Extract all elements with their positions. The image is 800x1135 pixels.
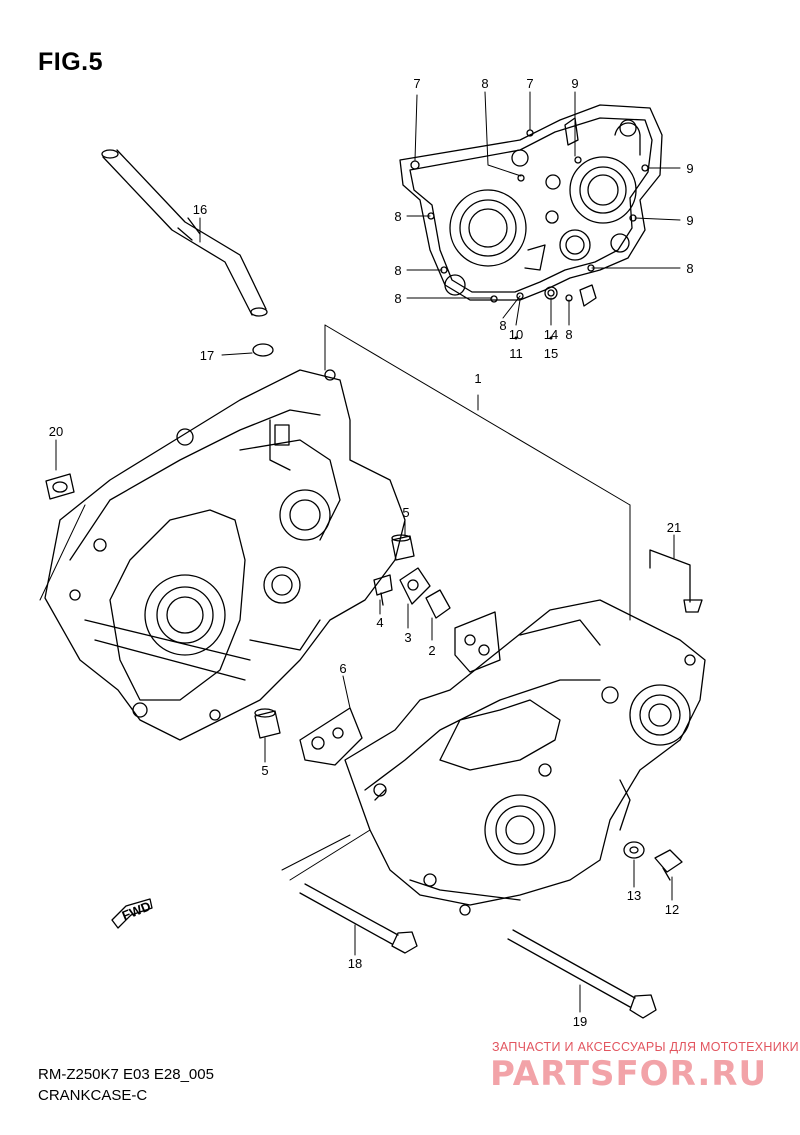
callout-5b: 5 [261, 763, 268, 778]
callout-8c: 8 [394, 263, 401, 278]
watermark-tagline: ЗАПЧАСТИ И АКСЕССУАРЫ ДЛЯ МОТОТЕХНИКИ [492, 1040, 799, 1054]
diagram-code: RM-Z250K7 E03 E28_005 [38, 1066, 214, 1083]
callout-8d: 8 [394, 291, 401, 306]
callout-8g: 8 [686, 261, 693, 276]
callout-5a: 5 [402, 505, 409, 520]
plug-12 [654, 849, 683, 881]
callout-7a: 7 [413, 76, 420, 91]
callout-11: 11 [509, 346, 523, 361]
callout-10: 10 [509, 327, 523, 342]
bolt-18 [299, 883, 418, 954]
plate-3 [399, 567, 431, 605]
callout-8b: 8 [394, 209, 401, 224]
bolt-19 [507, 929, 657, 1019]
hose-clamp [252, 343, 274, 357]
oil-seal-20 [45, 473, 75, 500]
leader-lines [39, 91, 681, 1013]
callout-14: 14 [544, 327, 558, 342]
callout-21: 21 [667, 520, 681, 535]
callout-18: 18 [348, 956, 362, 971]
callout-19: 19 [573, 1014, 587, 1029]
callout-9c: 9 [686, 213, 693, 228]
gasket [299, 611, 501, 766]
callout-1: 1 [474, 371, 481, 386]
callout-3: 3 [404, 630, 411, 645]
fwd-label: FWD [120, 898, 153, 923]
figure-title: FIG.5 [38, 48, 104, 76]
callout-8f: 8 [565, 327, 572, 342]
callout-4: 4 [376, 615, 383, 630]
watermark-logo: PARTSFOR.RU [490, 1054, 768, 1094]
callout-8e: 8 [499, 318, 506, 333]
breather-hose [101, 149, 268, 317]
diagram-name: CRANKCASE-C [38, 1087, 148, 1104]
inset-crankcase-view [399, 104, 663, 307]
callout-20: 20 [49, 424, 63, 439]
right-crankcase-half [344, 599, 706, 916]
fwd-arrow-icon [111, 898, 153, 929]
callout-15: 15 [544, 346, 558, 361]
washer-13 [623, 841, 645, 859]
callout-12: 12 [665, 902, 679, 917]
callout-2: 2 [428, 643, 435, 658]
bolt-4 [373, 574, 393, 606]
callout-17: 17 [200, 348, 214, 363]
gasket-2 [425, 589, 451, 619]
callout-9b: 9 [686, 161, 693, 176]
callout-6: 6 [339, 661, 346, 676]
callout-13: 13 [627, 888, 641, 903]
callout-labels: 1 2 3 4 5 5 6 7 7 8 8 8 8 8 8 8 9 9 9 10… [49, 76, 694, 1029]
callout-7b: 7 [526, 76, 533, 91]
callout-16: 16 [193, 202, 207, 217]
callout-9a: 9 [571, 76, 578, 91]
dowel-pin-5a [391, 534, 415, 561]
left-crankcase-half [44, 369, 406, 741]
wire-guide-21 [649, 549, 703, 613]
dowel-pin-5b [254, 708, 281, 739]
callout-8a: 8 [481, 76, 488, 91]
